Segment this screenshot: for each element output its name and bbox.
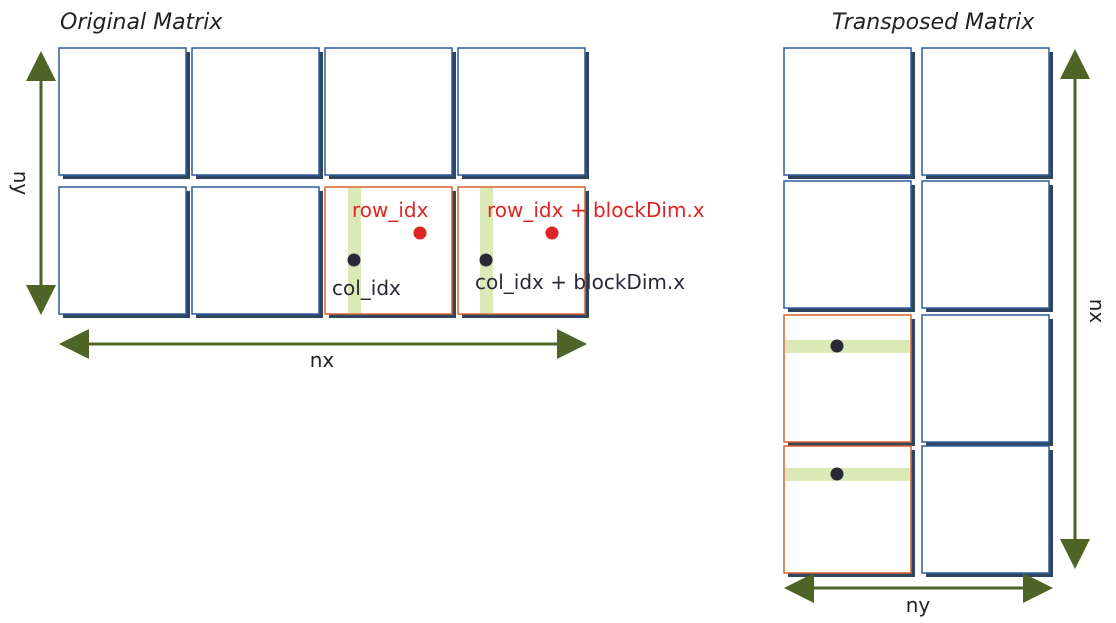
column-strip xyxy=(480,188,493,313)
column-strip xyxy=(348,188,361,313)
original-block-r1c4 xyxy=(457,47,589,179)
original-block-r2c1 xyxy=(58,186,190,318)
original-matrix-grid xyxy=(58,47,589,318)
row-idx-plus-dot xyxy=(545,226,559,240)
row-idx-dot xyxy=(413,226,427,240)
transposed-dot-lower xyxy=(830,467,844,481)
col-idx-plus-label: col_idx + blockDim.x xyxy=(475,270,685,294)
transposed-block-r2c1 xyxy=(783,180,915,312)
col-idx-label: col_idx xyxy=(332,276,401,300)
transposed-matrix-grid xyxy=(783,47,1053,577)
row-idx-plus-label: row_idx + blockDim.x xyxy=(487,198,705,222)
transposed-block-r1c1 xyxy=(783,47,915,179)
original-block-r2c2 xyxy=(191,186,323,318)
transposed-block-r4c1-highlighted xyxy=(783,445,915,577)
transposed-block-r4c2 xyxy=(921,445,1053,577)
original-block-r2c3-highlighted xyxy=(324,186,456,318)
row-idx-label: row_idx xyxy=(352,198,429,222)
transposed-nx-label: nx xyxy=(1085,299,1109,324)
original-block-r1c1 xyxy=(58,47,190,179)
row-strip xyxy=(785,340,910,353)
row-strip xyxy=(785,468,910,481)
transposed-block-r3c2 xyxy=(921,314,1053,446)
transposed-block-r3c1-highlighted xyxy=(783,314,915,446)
transposed-matrix-title: Transposed Matrix xyxy=(832,10,1035,35)
transposed-block-r1c2 xyxy=(921,47,1053,179)
original-block-r1c2 xyxy=(191,47,323,179)
original-block-r1c3 xyxy=(324,47,456,179)
col-idx-plus-dot xyxy=(479,253,493,267)
transposed-block-r2c2 xyxy=(921,180,1053,312)
original-ny-label: ny xyxy=(9,171,33,196)
col-idx-dot xyxy=(347,253,361,267)
original-nx-label: nx xyxy=(310,348,335,372)
transposed-dot-upper xyxy=(830,339,844,353)
transposed-ny-label: ny xyxy=(906,593,931,617)
original-matrix-title: Original Matrix xyxy=(60,10,223,35)
